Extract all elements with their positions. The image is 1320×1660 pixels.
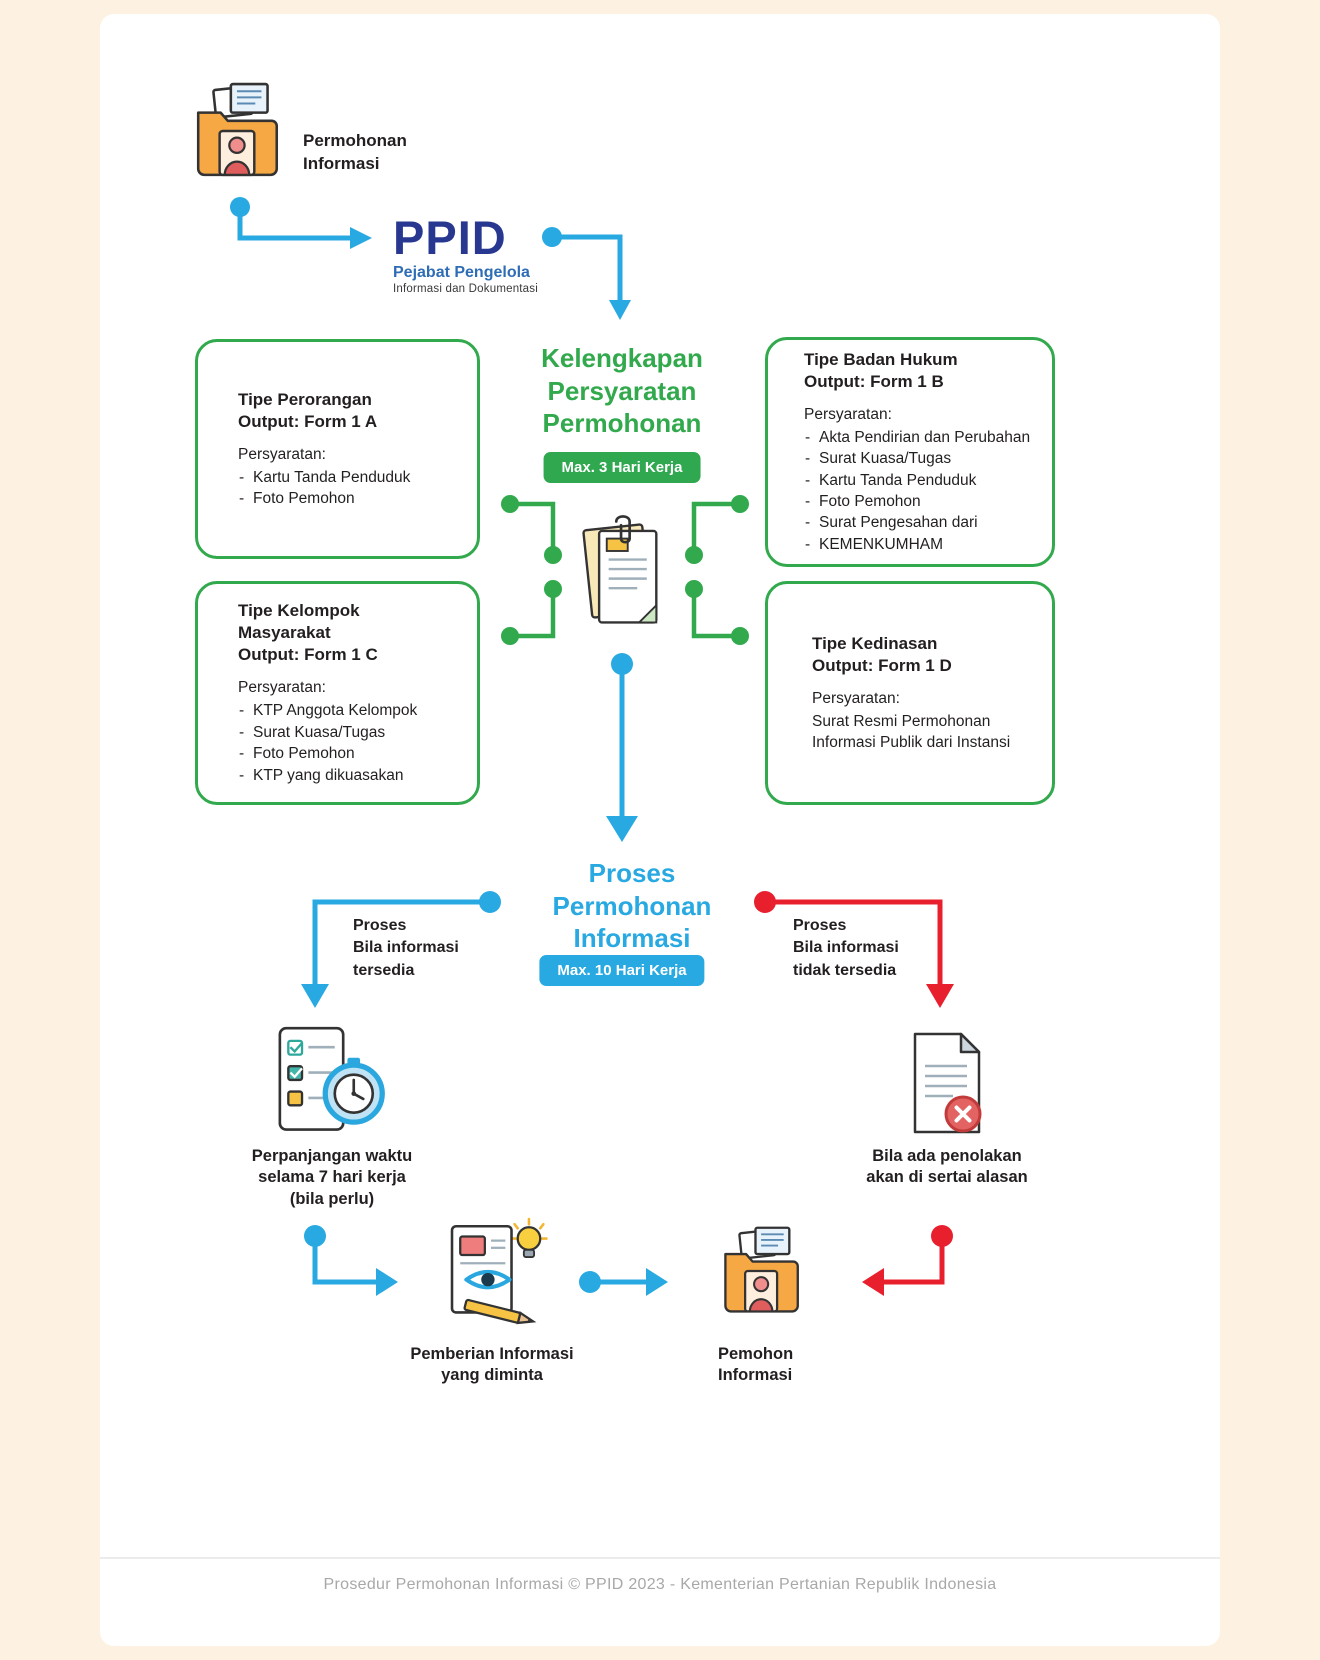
- requirement-item: Akta Pendirian dan Perubahan: [804, 427, 1032, 449]
- rejected-document-icon: [900, 1030, 992, 1138]
- requirements-label: Persyaratan:: [238, 445, 326, 463]
- extension-label: Perpanjangan waktu selama 7 hari kerja (…: [251, 1147, 413, 1208]
- applicant-label: Pemohon Informasi: [718, 1345, 794, 1385]
- type-box-perorangan: Tipe Perorangan Output: Form 1 A Persyar…: [195, 339, 480, 559]
- infographic-card: Permohonan Informasi PPID Pejabat Pengel…: [100, 14, 1220, 1646]
- documents-icon: [574, 510, 670, 632]
- requirements-list: KTP Anggota KelompokSurat Kuasa/TugasFot…: [238, 700, 457, 786]
- information-delivery-icon: [428, 1216, 554, 1334]
- requirements-label: Persyaratan:: [238, 679, 326, 697]
- rejection-label: Bila ada penolakan akan di sertai alasan: [866, 1147, 1028, 1187]
- requirements-label: Persyaratan:: [804, 405, 892, 423]
- connector-stage1-to-stage2: [606, 653, 638, 842]
- stage2-title: Proses Permohonan Informasi: [552, 858, 712, 953]
- ppid-subtitle-1: Pejabat Pengelola: [393, 264, 530, 281]
- requirements-list: Kartu Tanda PendudukFoto Pemohon: [238, 467, 457, 510]
- footer-divider: [100, 1557, 1220, 1559]
- requirement-item: Surat Kuasa/Tugas: [238, 722, 457, 744]
- stage1-title: Kelengkapan Persyaratan Permohonan: [541, 343, 703, 438]
- footer-credit: Prosedur Permohonan Informasi © PPID 202…: [323, 1576, 997, 1593]
- connector-overlay: [230, 197, 954, 1296]
- checklist-clock-icon: [268, 1024, 392, 1138]
- type-box-title: Tipe Badan Hukum Output: Form 1 B: [804, 349, 958, 391]
- type-box-title: Tipe Kelompok Masyarakat Output: Form 1 …: [238, 601, 378, 665]
- requirement-item: Surat Kuasa/Tugas: [804, 448, 1032, 470]
- requirement-item: KTP yang dikuasakan: [238, 765, 457, 787]
- ppid-subtitle-2: Informasi dan Dokumentasi: [393, 283, 538, 295]
- requirement-item: Kartu Tanda Penduduk: [238, 467, 457, 489]
- type-box-title: Tipe Perorangan Output: Form 1 A: [238, 389, 378, 431]
- branch-unavailable-label: Proses Bila informasi tidak tersedia: [793, 917, 899, 979]
- requirements-body: Surat Resmi Permohonan Informasi Publik …: [812, 712, 1011, 752]
- type-box-kelompok-masyarakat: Tipe Kelompok Masyarakat Output: Form 1 …: [195, 581, 480, 805]
- requirements-label: Persyaratan:: [812, 689, 900, 707]
- requirements-list: Akta Pendirian dan PerubahanSurat Kuasa/…: [804, 427, 1032, 556]
- type-box-title: Tipe Kedinasan Output: Form 1 D: [812, 633, 952, 675]
- requirement-item: Surat Pengesahan dari: [804, 512, 1032, 534]
- request-folder-icon: [188, 80, 290, 182]
- type-box-badan-hukum: Tipe Badan Hukum Output: Form 1 B Persya…: [765, 337, 1055, 567]
- ppid-logo: PPID Pejabat Pengelola Informasi dan Dok…: [393, 214, 573, 296]
- ppid-acronym: PPID: [393, 211, 507, 264]
- connector-extension-to-delivery: [304, 1225, 398, 1296]
- delivery-label: Pemberian Informasi yang diminta: [410, 1345, 574, 1385]
- requirement-item: KEMENKUMHAM: [804, 534, 1032, 556]
- requirement-item: Kartu Tanda Penduduk: [804, 470, 1032, 492]
- applicant-folder-icon: [716, 1224, 810, 1318]
- requirement-item: Foto Pemohon: [804, 491, 1032, 513]
- stage2-deadline-badge: Max. 10 Hari Kerja: [539, 955, 705, 986]
- connector-rejection-to-applicant: [862, 1225, 953, 1296]
- connector-delivery-to-applicant: [579, 1268, 668, 1296]
- requirement-item: Foto Pemohon: [238, 743, 457, 765]
- requirement-item: Foto Pemohon: [238, 488, 457, 510]
- requirement-item: KTP Anggota Kelompok: [238, 700, 457, 722]
- branch-available-label: Proses Bila informasi tersedia: [353, 917, 459, 979]
- type-box-kedinasan: Tipe Kedinasan Output: Form 1 D Persyara…: [765, 581, 1055, 805]
- connector-start-to-ppid: [230, 197, 372, 249]
- start-label: Permohonan Informasi: [303, 131, 407, 173]
- stage1-deadline-badge: Max. 3 Hari Kerja: [543, 452, 701, 483]
